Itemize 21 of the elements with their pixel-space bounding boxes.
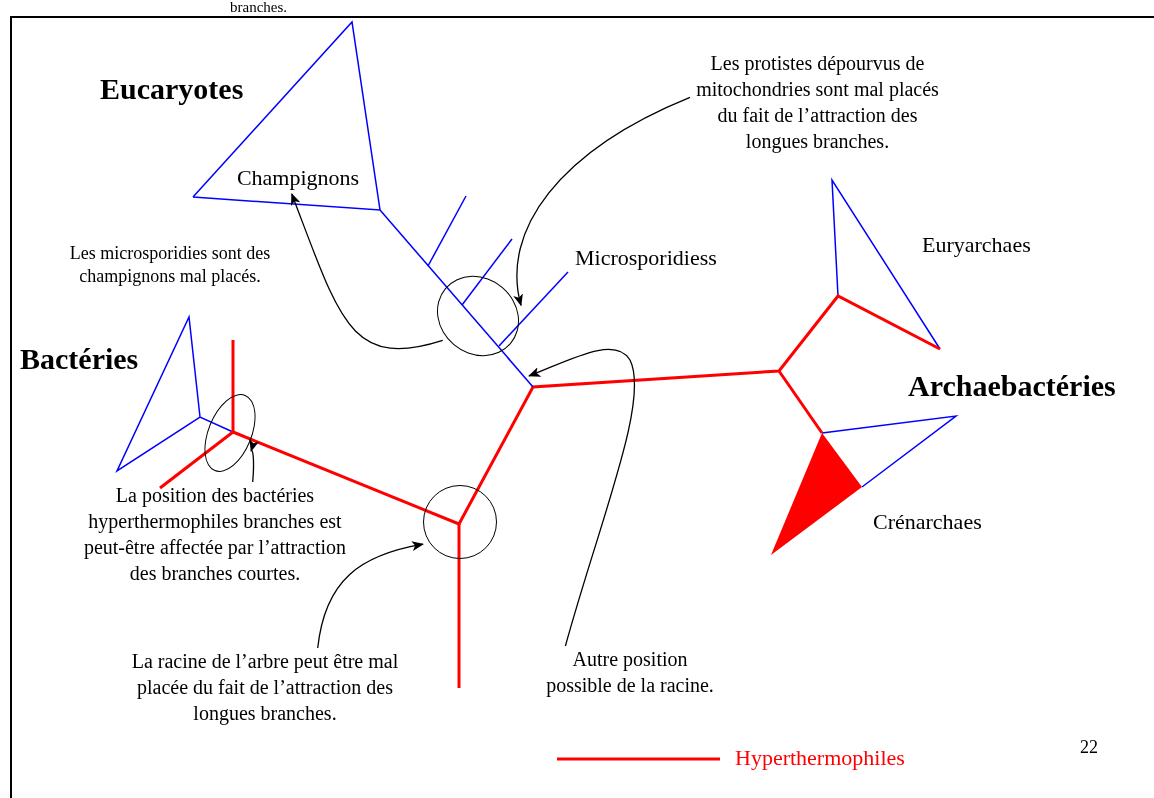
group-heading: Eucaryotes bbox=[100, 71, 244, 107]
annotation-text: La racine de l’arbre peut être mal placée du fait de l’attraction des longues branches. bbox=[110, 648, 420, 726]
curved-arrow bbox=[250, 438, 261, 483]
group-heading: Archaebactéries bbox=[908, 368, 1116, 404]
group-heading: Bactéries bbox=[20, 341, 139, 377]
tree-branch-line bbox=[508, 358, 533, 387]
legend-label: Hyperthermophiles bbox=[735, 744, 905, 772]
page-number: 22 bbox=[1080, 736, 1098, 759]
annotation-text: Les protistes dépourvus de mitochondries sont mal placés du fait de l’attraction des longues branches. bbox=[690, 50, 945, 154]
heading-text: branches. bbox=[230, 0, 288, 17]
annotation-text: La position des bactéries hyperthermophiles branches est peut-être affectée par l’attraction des branches courtes. bbox=[70, 482, 360, 586]
curved-arrow bbox=[528, 348, 636, 647]
curved-arrow bbox=[291, 192, 444, 350]
group-label: Champignons bbox=[220, 163, 376, 193]
annotation-text: Les microsporidies sont des champignons mal placés. bbox=[68, 242, 272, 287]
group-label: Microsporidiess bbox=[575, 244, 717, 272]
curved-arrow bbox=[514, 96, 691, 307]
group-label: Crénarchaes bbox=[873, 508, 982, 536]
annotation-text: Autre position possible de la racine. bbox=[545, 646, 715, 698]
curved-arrow bbox=[317, 541, 424, 649]
group-label: Euryarchaes bbox=[922, 231, 1031, 259]
